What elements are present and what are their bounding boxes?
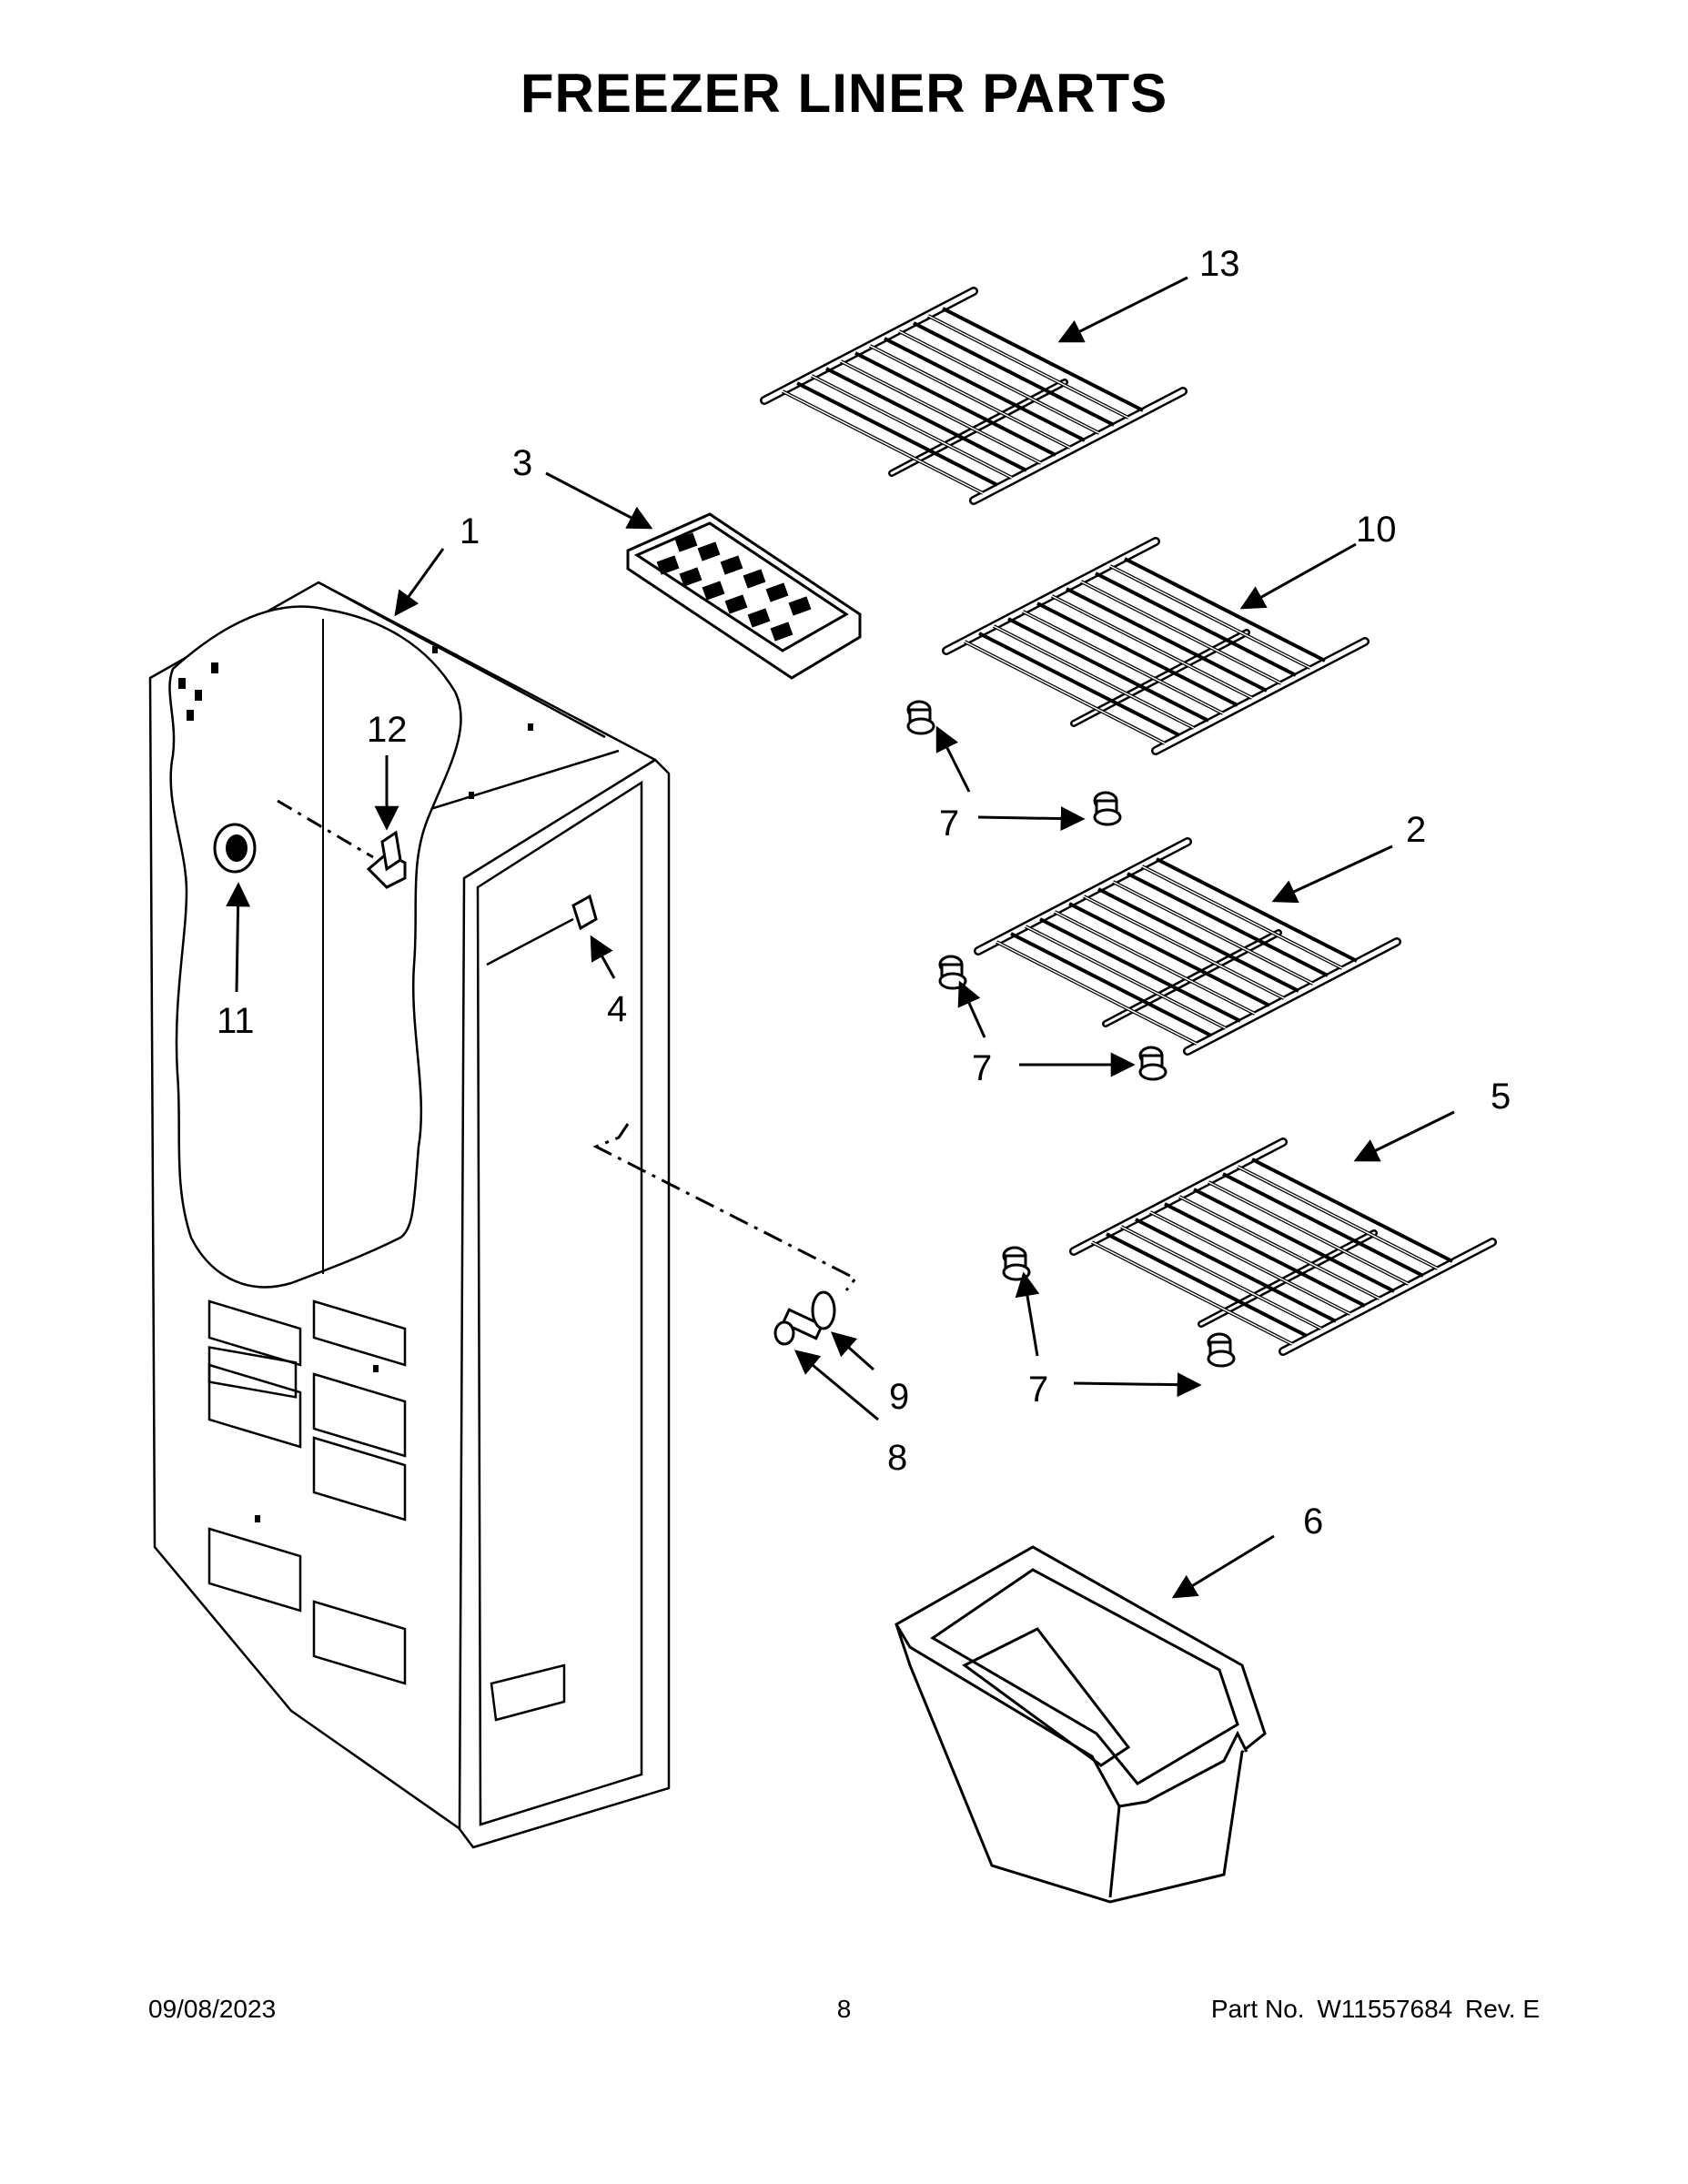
revision: Rev. E (1465, 1995, 1540, 2023)
callout-7: 7 (972, 1048, 992, 1088)
freezer-shelf-5 (1074, 1142, 1492, 1351)
callout-5: 5 (1491, 1077, 1511, 1117)
clip-leader (486, 917, 574, 966)
callout-6: 6 (1303, 1502, 1323, 1542)
wall-clip (571, 894, 598, 931)
callout-4: 4 (607, 989, 627, 1029)
footer-part-info: Part No. W11557684 Rev. E (1206, 1995, 1540, 2024)
callout-10: 10 (1356, 510, 1397, 550)
shelf-stud (1002, 1246, 1031, 1281)
callout-12: 12 (367, 710, 408, 750)
callout-13: 13 (1199, 244, 1240, 284)
part-number: W11557684 (1317, 1995, 1453, 2023)
freezer-shelf-13 (764, 291, 1183, 500)
callout-7: 7 (939, 804, 959, 844)
callout-2: 2 (1406, 810, 1426, 850)
callout-11: 11 (217, 1001, 255, 1041)
shelf-bracket (366, 830, 407, 889)
part-number-label: Part No. (1210, 1995, 1305, 2023)
page-title: FREEZER LINER PARTS (520, 63, 1168, 124)
callout-7: 7 (1028, 1370, 1048, 1410)
footer-date: 09/08/2023 (148, 1995, 277, 2023)
freezer-liner (148, 581, 671, 1849)
callout-1: 1 (460, 511, 480, 551)
screw-with-washer (773, 1290, 836, 1346)
callout-3: 3 (512, 443, 532, 483)
freezer-bin (895, 1545, 1267, 1904)
screw-leader (592, 1123, 858, 1291)
shelf-stud (1093, 791, 1122, 826)
callout-8: 8 (887, 1438, 907, 1478)
callout-9: 9 (889, 1377, 909, 1417)
ice-cube-tray (626, 512, 862, 680)
control-knob (213, 823, 257, 874)
shelf-stud (906, 700, 935, 735)
footer-page-number: 8 (836, 1995, 852, 2023)
shelf-stud (1138, 1046, 1167, 1081)
shelf-stud (1207, 1332, 1236, 1368)
